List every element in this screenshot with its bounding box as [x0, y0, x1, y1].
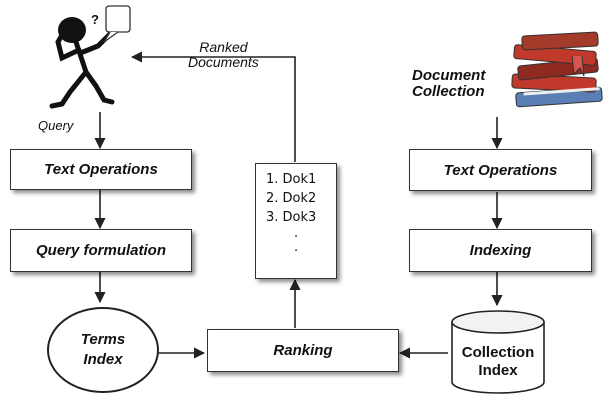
query-formulation-box: Query formulation — [10, 229, 192, 272]
query-label: Query — [38, 118, 74, 133]
terms-index-line1: Terms — [80, 331, 126, 348]
ranked-documents-label: Ranked Documents — [188, 40, 259, 69]
terms-index-label: Terms Index — [48, 330, 158, 370]
terms-index-ellipse — [47, 307, 159, 393]
result-ellipsis-1: . — [294, 226, 299, 241]
ranked-label-line2: Documents — [188, 53, 259, 70]
indexing-box: Indexing — [409, 229, 592, 272]
doc-coll-line2: Collection — [412, 82, 485, 100]
collection-index-line1: Collection — [461, 344, 535, 361]
svg-text:?: ? — [91, 12, 99, 27]
ranked-results-list: 1. Dok1 2. Dok2 3. Dok3 . . — [255, 163, 337, 279]
text-operations-left-box: Text Operations — [10, 149, 192, 190]
result-item-2: 2. Dok2 — [266, 191, 317, 206]
collection-index-label: Collection Index — [448, 344, 548, 380]
speech-bubble-icon: ? — [91, 5, 131, 43]
ranking-box: Ranking — [207, 329, 399, 372]
confused-user-icon — [49, 17, 115, 109]
collection-index-line2: Index — [478, 362, 518, 379]
document-collection-label: Document Collection — [412, 68, 485, 100]
ranked-label-line1: Ranked — [199, 39, 248, 55]
text-operations-right-box: Text Operations — [409, 149, 592, 191]
collection-index-cylinder — [451, 310, 545, 394]
book-stack-icon — [511, 31, 603, 108]
result-item-3: 3. Dok3 — [266, 210, 317, 225]
result-item-1: 1. Dok1 — [266, 172, 317, 187]
terms-index-line2: Index — [83, 351, 123, 368]
arrow-results-to-user — [130, 51, 296, 162]
result-ellipsis-2: . — [294, 240, 299, 255]
doc-coll-line1: Document — [412, 67, 486, 84]
